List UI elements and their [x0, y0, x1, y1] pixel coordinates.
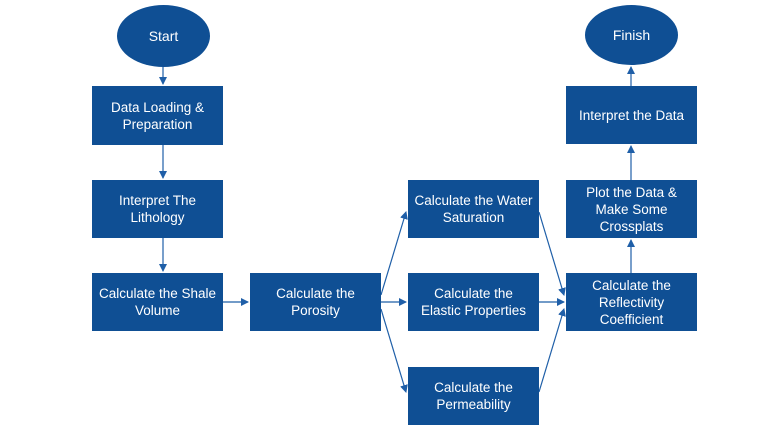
- finish-node: Finish: [585, 5, 678, 65]
- arrow-porosity-to-water-saturation: [380, 211, 408, 296]
- data-loading-node: Data Loading & Preparation: [92, 86, 223, 145]
- interpret-data-label: Interpret the Data: [578, 107, 685, 123]
- arrow-porosity-to-permeability: [380, 308, 408, 393]
- start-label: Start: [148, 27, 179, 44]
- arrow-permeability-to-reflectivity: [538, 308, 566, 393]
- permeability-node: Calculate the Permeability: [408, 367, 539, 425]
- start-node: Start: [117, 5, 210, 67]
- arrow-water-saturation-to-reflectivity: [538, 211, 566, 296]
- data-loading-label: Data Loading & Preparation: [110, 99, 205, 132]
- permeability-label: Calculate the Permeability: [434, 380, 513, 412]
- water-saturation-node: Calculate the Water Saturation: [408, 180, 539, 238]
- lithology-label: Interpret The Lithology: [118, 193, 197, 225]
- shale-volume-node: Calculate the Shale Volume: [92, 273, 223, 331]
- reflectivity-node: Calculate the Reflectivity Coefficient: [566, 273, 697, 331]
- plot-data-label: Plot the Data & Make Some Crossplats: [586, 184, 677, 234]
- plot-data-node: Plot the Data & Make Some Crossplats: [566, 180, 697, 238]
- lithology-node: Interpret The Lithology: [92, 180, 223, 238]
- elastic-properties-label: Calculate the Elastic Properties: [420, 286, 527, 318]
- porosity-label: Calculate the Porosity: [276, 286, 355, 318]
- reflectivity-label: Calculate the Reflectivity Coefficient: [592, 277, 671, 327]
- porosity-node: Calculate the Porosity: [250, 273, 381, 331]
- water-saturation-label: Calculate the Water Saturation: [414, 193, 533, 225]
- elastic-properties-node: Calculate the Elastic Properties: [408, 273, 539, 331]
- finish-label: Finish: [612, 26, 651, 43]
- shale-volume-label: Calculate the Shale Volume: [98, 286, 217, 318]
- interpret-data-node: Interpret the Data: [566, 86, 697, 144]
